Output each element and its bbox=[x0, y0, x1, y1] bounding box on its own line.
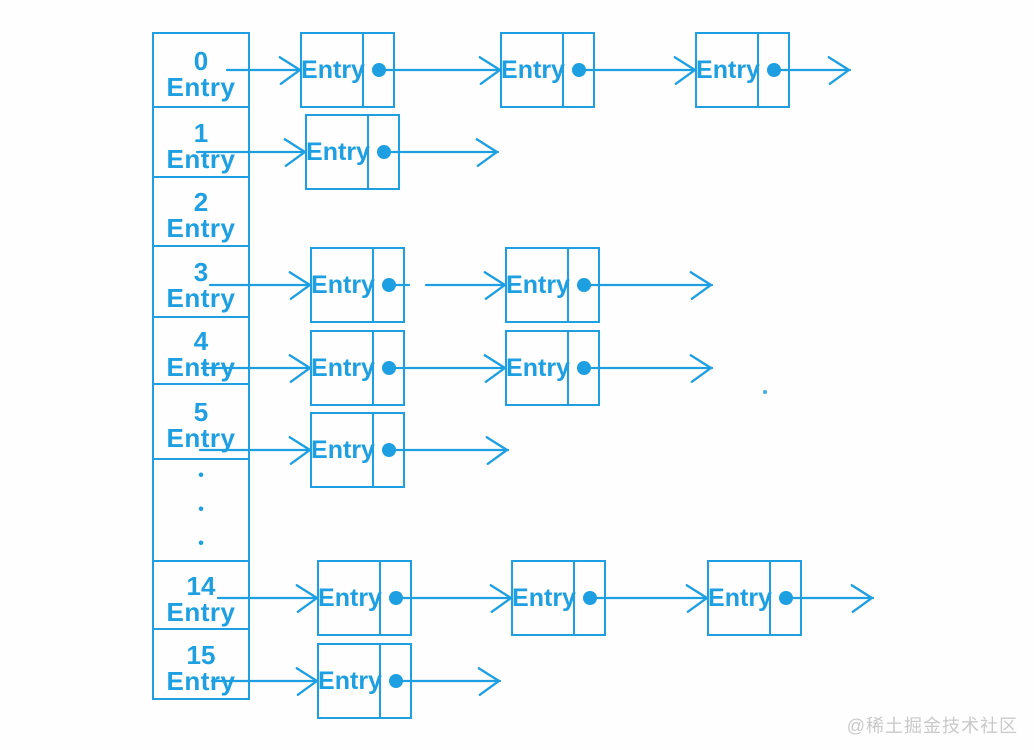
array-cell-1: 1 Entry bbox=[154, 108, 248, 178]
ellipsis-dot: • bbox=[198, 467, 204, 484]
array-cell-4: 4 Entry bbox=[154, 318, 248, 385]
pointer-cell-divider bbox=[757, 34, 759, 106]
pointer-cell-divider bbox=[562, 34, 564, 106]
array-cell-0: 0 Entry bbox=[154, 34, 248, 108]
entry-node-label: Entry bbox=[512, 583, 576, 612]
stray-dot bbox=[763, 390, 767, 394]
bucket-index: 5 bbox=[193, 397, 209, 427]
entry-node: Entry bbox=[310, 412, 405, 488]
entry-node: Entry bbox=[500, 32, 595, 108]
bucket-label: Entry bbox=[166, 665, 236, 696]
pointer-cell-divider bbox=[379, 645, 381, 717]
pointer-cell-divider bbox=[573, 562, 575, 634]
bucket-index: 1 bbox=[193, 117, 209, 148]
array-cell-14: 14 Entry bbox=[154, 562, 248, 630]
bucket-index: 15 bbox=[186, 639, 216, 670]
array-cell-5: 5 Entry bbox=[154, 385, 248, 460]
bucket-index: 14 bbox=[186, 570, 216, 601]
array-cell-15: 15 Entry bbox=[154, 630, 248, 698]
entry-node: Entry bbox=[707, 560, 802, 636]
pointer-cell-divider bbox=[367, 116, 369, 188]
pointer-cell-divider bbox=[372, 332, 374, 404]
entry-node: Entry bbox=[695, 32, 790, 108]
entry-node-label: Entry bbox=[506, 270, 570, 299]
bucket-label: Entry bbox=[166, 213, 236, 243]
entry-node: Entry bbox=[505, 247, 600, 323]
entry-node-label: Entry bbox=[501, 55, 565, 84]
bucket-index: 4 bbox=[193, 326, 209, 356]
pointer-cell-divider bbox=[372, 414, 374, 486]
array-ellipsis-cell: • • • bbox=[154, 460, 248, 562]
pointer-cell-divider bbox=[372, 249, 374, 321]
entry-node-label: Entry bbox=[318, 583, 382, 612]
entry-node: Entry bbox=[300, 32, 395, 108]
array-cell-3: 3 Entry bbox=[154, 247, 248, 318]
entry-node-label: Entry bbox=[696, 55, 760, 84]
ellipsis-dot: • bbox=[198, 535, 204, 552]
entry-node-label: Entry bbox=[311, 270, 375, 299]
entry-node-label: Entry bbox=[506, 353, 570, 382]
entry-node: Entry bbox=[305, 114, 400, 190]
pointer-cell-divider bbox=[362, 34, 364, 106]
bucket-index: 2 bbox=[193, 187, 209, 217]
entry-node-label: Entry bbox=[318, 666, 382, 695]
watermark: @稀土掘金技术社区 bbox=[846, 716, 1018, 736]
entry-node: Entry bbox=[317, 560, 412, 636]
entry-node-label: Entry bbox=[301, 55, 365, 84]
entry-node: Entry bbox=[310, 247, 405, 323]
bucket-label: Entry bbox=[166, 283, 236, 313]
bucket-label: Entry bbox=[166, 596, 236, 627]
bucket-label: Entry bbox=[166, 352, 236, 382]
ellipsis-dot: • bbox=[198, 501, 204, 518]
pointer-cell-divider bbox=[769, 562, 771, 634]
bucket-index: 3 bbox=[193, 257, 209, 287]
entry-node: Entry bbox=[317, 643, 412, 719]
entry-node-label: Entry bbox=[311, 353, 375, 382]
bucket-label: Entry bbox=[166, 423, 236, 453]
array-cell-2: 2 Entry bbox=[154, 178, 248, 247]
entry-node: Entry bbox=[310, 330, 405, 406]
entry-node-label: Entry bbox=[708, 583, 772, 612]
entry-node: Entry bbox=[505, 330, 600, 406]
pointer-cell-divider bbox=[379, 562, 381, 634]
bucket-index: 0 bbox=[193, 45, 209, 76]
pointer-cell-divider bbox=[567, 249, 569, 321]
entry-node: Entry bbox=[511, 560, 606, 636]
entry-node-label: Entry bbox=[306, 137, 370, 166]
entry-node-label: Entry bbox=[311, 435, 375, 464]
bucket-label: Entry bbox=[166, 143, 236, 174]
bucket-array: 0 Entry 1 Entry 2 Entry 3 Entry 4 Entry … bbox=[152, 32, 250, 700]
bucket-label: Entry bbox=[166, 71, 236, 102]
pointer-cell-divider bbox=[567, 332, 569, 404]
